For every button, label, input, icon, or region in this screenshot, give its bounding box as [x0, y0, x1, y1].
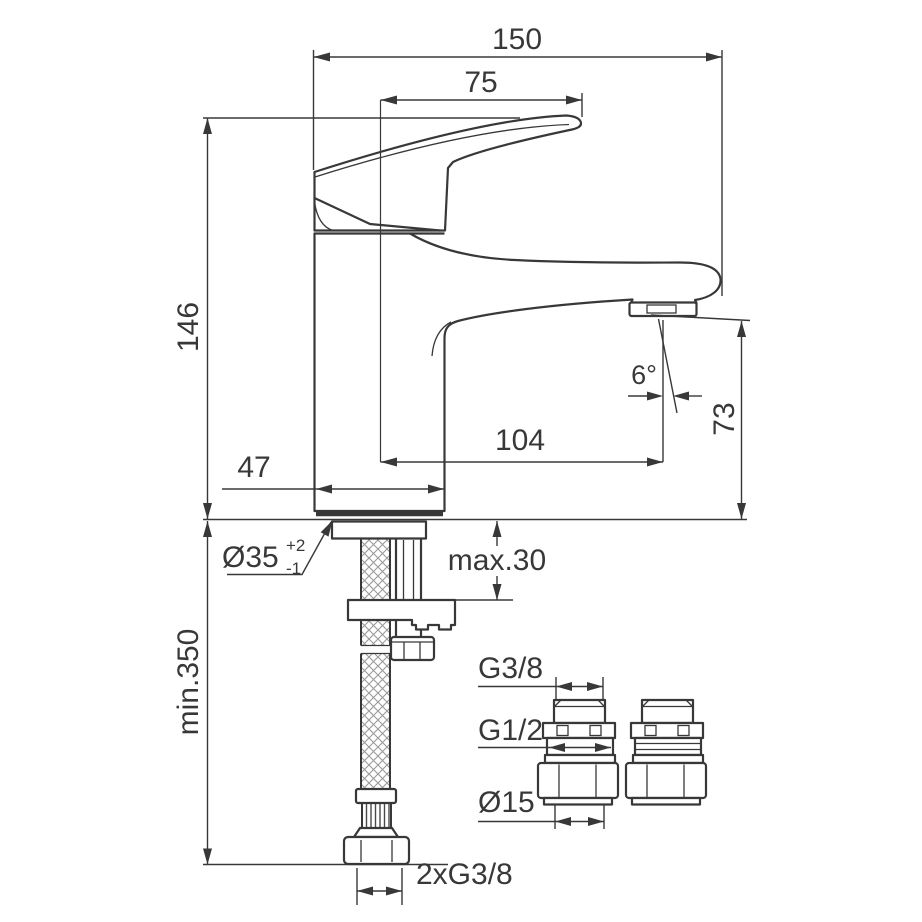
- dim-max30-label: max.30: [448, 544, 546, 577]
- dim-base-width: 47: [222, 451, 444, 494]
- dim-fitting-pipe-diameter: Ø15: [478, 786, 605, 829]
- dim-outlet-angle: 6°: [628, 318, 702, 414]
- faucet-spout: [409, 232, 722, 357]
- dim-6deg-label: 6°: [631, 360, 657, 390]
- dim-fitting-thread-top: G3/8: [478, 652, 604, 699]
- callout-hole-diameter: Ø35 +2 -1: [222, 520, 333, 578]
- dim-hole-label: Ø35: [222, 541, 279, 574]
- dim-fitting-thread-mid: G1/2: [478, 714, 611, 752]
- dim-min-hose-length: min.350: [172, 521, 448, 866]
- dim-hole-tol-plus: +2: [286, 536, 305, 555]
- dim-hose-connections: 2xG3/8: [356, 858, 513, 905]
- dim-47-label: 47: [237, 451, 270, 484]
- dim-overall-length: 150: [312, 23, 723, 296]
- dim-outlet-height: 73: [650, 314, 751, 519]
- dim-150-label: 150: [492, 23, 542, 56]
- dim-min350-label: min.350: [172, 629, 205, 736]
- dim-hole-tol-minus: -1: [286, 559, 301, 578]
- dim-G12-label: G1/2: [478, 714, 543, 747]
- dim-75-label: 75: [464, 66, 497, 99]
- faucet-body: [313, 232, 446, 517]
- dim-O15-label: Ø15: [478, 786, 535, 819]
- dim-spout-reach: 104: [380, 320, 664, 467]
- clamp-bracket: [346, 598, 457, 631]
- dim-104-label: 104: [495, 424, 545, 457]
- dim-G38-label: G3/8: [478, 652, 543, 685]
- dim-2xG38-label: 2xG3/8: [416, 858, 513, 891]
- spout-aerator: [628, 301, 698, 318]
- dim-handle-reach: 75: [380, 66, 583, 117]
- supply-hose: [359, 537, 392, 791]
- mounting-nut: [389, 635, 436, 662]
- hose-end-nut: [342, 787, 411, 866]
- shank-flange: [330, 520, 428, 540]
- dim-146-label: 146: [172, 302, 205, 352]
- compression-fitting-right: [624, 698, 708, 806]
- compression-fitting-left: [536, 698, 620, 806]
- dim-max-deck-thickness: max.30: [448, 521, 546, 601]
- faucet-handle: [313, 114, 583, 232]
- dim-body-height: 146: [172, 117, 520, 519]
- dim-73-label: 73: [708, 402, 741, 435]
